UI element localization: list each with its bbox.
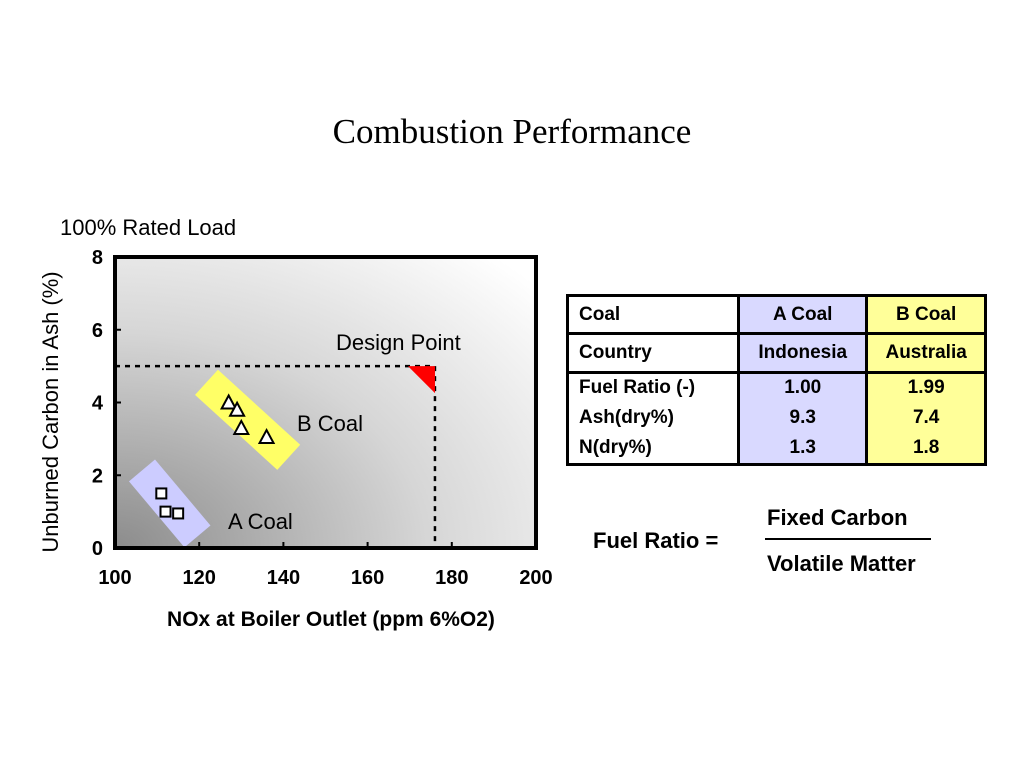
y-axis-label: Unburned Carbon in Ash (%) <box>38 271 63 552</box>
data-point-square <box>159 505 172 518</box>
series-label-b-coal: B Coal <box>297 411 363 436</box>
chart-title: 100% Rated Load <box>60 215 236 240</box>
table-row: Ash(dry%) 9.3 7.4 <box>565 403 987 434</box>
table-row-country: Country Indonesia Australia <box>565 333 987 374</box>
data-point-square <box>155 487 168 500</box>
data-point-triangle <box>232 418 250 435</box>
series-band <box>195 369 301 470</box>
x-tick-label: 100 <box>98 567 131 589</box>
table-cell: Country <box>565 333 741 374</box>
table-cell: 1.00 <box>737 372 869 404</box>
table-cell: Fuel Ratio (-) <box>565 372 741 404</box>
design-point-marker <box>407 366 435 394</box>
formula-fraction-bar <box>765 538 931 540</box>
y-tick-label: 6 <box>92 320 103 342</box>
slide-title: Combustion Performance <box>332 112 692 151</box>
table-cell: 7.4 <box>865 403 987 434</box>
y-tick-label: 8 <box>92 247 103 269</box>
table-cell: 1.3 <box>737 433 869 465</box>
table-header-a-coal: A Coal <box>737 295 869 336</box>
x-tick-label: 160 <box>351 567 384 589</box>
formula-numerator: Fixed Carbon <box>767 505 908 530</box>
table-row: N(dry%) 1.3 1.8 <box>565 433 987 465</box>
y-tick-label: 4 <box>92 393 104 415</box>
data-point-triangle <box>219 393 238 410</box>
x-tick-label: 140 <box>267 567 300 589</box>
table-header-b-coal: B Coal <box>865 295 987 336</box>
formula-lhs: Fuel Ratio = <box>593 528 719 553</box>
data-point-triangle <box>257 427 276 445</box>
series-band <box>128 459 211 548</box>
table-cell: Australia <box>865 333 987 374</box>
table-row: Fuel Ratio (-) 1.00 1.99 <box>565 372 987 404</box>
table-cell: N(dry%) <box>565 433 741 465</box>
formula-denominator: Volatile Matter <box>767 551 916 576</box>
y-tick-label: 0 <box>92 538 103 560</box>
y-tick-label: 2 <box>92 465 103 487</box>
x-tick-label: 180 <box>435 567 468 589</box>
table-cell: 1.99 <box>865 372 987 404</box>
table-header-coal: Coal <box>565 295 741 336</box>
data-point-triangle <box>228 400 246 417</box>
x-tick-label: 120 <box>183 567 216 589</box>
table-cell: 1.8 <box>865 433 987 465</box>
series-label-a-coal: A Coal <box>228 509 293 534</box>
table-cell: 9.3 <box>737 403 869 434</box>
coal-properties-table: Coal A Coal B Coal Country Indonesia Aus… <box>565 294 987 466</box>
table-cell: Ash(dry%) <box>565 403 741 434</box>
x-tick-label: 200 <box>519 567 552 589</box>
table-cell: Indonesia <box>737 333 869 374</box>
x-axis-label: NOx at Boiler Outlet (ppm 6%O2) <box>167 608 495 631</box>
table-header-row: Coal A Coal B Coal <box>565 295 987 336</box>
design-point-label: Design Point <box>336 330 461 355</box>
data-point-square <box>172 507 185 520</box>
